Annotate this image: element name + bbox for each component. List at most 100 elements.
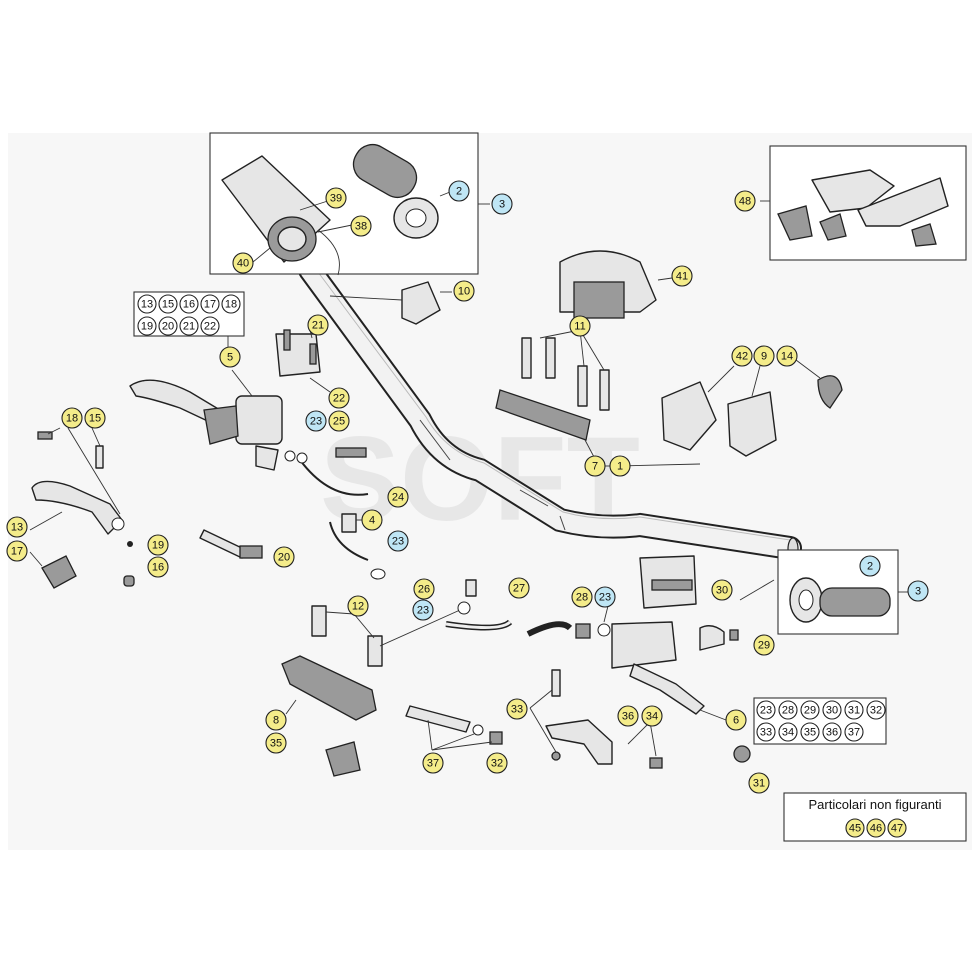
kit-callout-label: 20 — [162, 321, 174, 333]
kit-callout-15: 15 — [158, 294, 178, 314]
kit-callout-circle — [756, 722, 776, 742]
callout-circle — [907, 580, 929, 602]
callout-15: 15 — [84, 407, 106, 429]
callout-circle — [147, 556, 169, 578]
callout-circle — [753, 634, 775, 656]
callout-circle — [571, 586, 593, 608]
kit-callout-32: 32 — [866, 700, 886, 720]
kit-callout-16: 16 — [179, 294, 199, 314]
callout-label: 31 — [753, 778, 765, 790]
handguard-box — [760, 145, 967, 261]
callout-label: 2 — [867, 561, 873, 573]
kit-callout-33: 33 — [756, 722, 776, 742]
callout-label: 4 — [369, 515, 375, 527]
callout-18: 18 — [61, 407, 83, 429]
callout-circle — [776, 345, 798, 367]
callout-label: 19 — [152, 540, 164, 552]
kit-callout-36: 36 — [822, 722, 842, 742]
callout-label: 41 — [676, 271, 688, 283]
callout-label: 3 — [499, 199, 505, 211]
kit-callout-label: 34 — [782, 727, 794, 739]
callout-circle — [506, 698, 528, 720]
callout-circle — [328, 410, 350, 432]
kit-callout-46: 46 — [866, 818, 886, 838]
callout-36: 36 — [617, 705, 639, 727]
kit-callout-circle — [200, 316, 220, 336]
callout-48: 48 — [734, 190, 756, 212]
callout-circle — [61, 407, 83, 429]
kit-callout-23: 23 — [756, 700, 776, 720]
callout-37: 37 — [422, 752, 444, 774]
callout-9: 9 — [753, 345, 775, 367]
switch-right — [661, 359, 843, 457]
callout-circle — [305, 410, 327, 432]
brake-group — [445, 555, 751, 763]
kit-callout-circle — [179, 294, 199, 314]
kit-callout-circle — [756, 700, 776, 720]
not-shown-title: Particolari non figuranti — [809, 797, 942, 812]
callout-circle — [569, 315, 591, 337]
kit-callout-35: 35 — [800, 722, 820, 742]
callout-circle — [725, 709, 747, 731]
callout-circle — [232, 252, 254, 274]
callout-25: 25 — [328, 410, 350, 432]
callout-40: 40 — [232, 252, 254, 274]
kit-callout-circle — [778, 722, 798, 742]
switch-10 — [329, 281, 452, 325]
callout-circle — [307, 314, 329, 336]
callout-circle — [325, 187, 347, 209]
callout-label: 5 — [227, 352, 233, 364]
callout-13: 13 — [6, 516, 28, 538]
callout-label: 23 — [417, 605, 429, 617]
kit-callout-30: 30 — [822, 700, 842, 720]
kit-callout-circle — [866, 700, 886, 720]
callout-label: 38 — [355, 221, 367, 233]
callout-27: 27 — [508, 577, 530, 599]
adjuster-20 — [199, 529, 263, 559]
kit-callout-label: 36 — [826, 727, 838, 739]
callout-circle — [147, 534, 169, 556]
callout-10: 10 — [453, 280, 475, 302]
kit-callout-label: 23 — [760, 705, 772, 717]
callout-23: 23 — [305, 410, 327, 432]
kit-callout-label: 30 — [826, 705, 838, 717]
kit-callout-13: 13 — [137, 294, 157, 314]
kit-callout-label: 32 — [870, 705, 882, 717]
callout-21: 21 — [307, 314, 329, 336]
callout-38: 38 — [350, 215, 372, 237]
callout-label: 28 — [576, 592, 588, 604]
callout-6: 6 — [725, 709, 747, 731]
callout-label: 39 — [330, 193, 342, 205]
callout-8: 8 — [265, 709, 287, 731]
callout-label: 36 — [622, 711, 634, 723]
callout-label: 2 — [456, 186, 462, 198]
kit-callout-circle — [845, 818, 865, 838]
callout-4: 4 — [361, 509, 383, 531]
kit-callout-47: 47 — [887, 818, 907, 838]
clutch-lever — [29, 427, 135, 589]
callout-circle — [413, 578, 435, 600]
kit-callout-31: 31 — [844, 700, 864, 720]
callout-label: 34 — [646, 711, 658, 723]
kit-callout-label: 47 — [891, 823, 903, 835]
kit-callout-circle — [221, 294, 241, 314]
callout-34: 34 — [641, 705, 663, 727]
callout-label: 35 — [270, 738, 282, 750]
callout-circle — [486, 752, 508, 774]
callout-circle — [508, 577, 530, 599]
callout-11: 11 — [569, 315, 591, 337]
callout-label: 14 — [781, 351, 793, 363]
kit-callout-circle — [887, 818, 907, 838]
lever-36 — [529, 669, 663, 769]
clamp-upper-7 — [495, 329, 610, 458]
callout-label: 12 — [352, 601, 364, 613]
kit-callout-label: 46 — [870, 823, 882, 835]
callout-label: 17 — [11, 546, 23, 558]
callout-circle — [491, 193, 513, 215]
callout-label: 23 — [310, 416, 322, 428]
callout-circle — [617, 705, 639, 727]
callout-label: 26 — [418, 584, 430, 596]
kit-callout-29: 29 — [800, 700, 820, 720]
kit-callout-label: 15 — [162, 299, 174, 311]
